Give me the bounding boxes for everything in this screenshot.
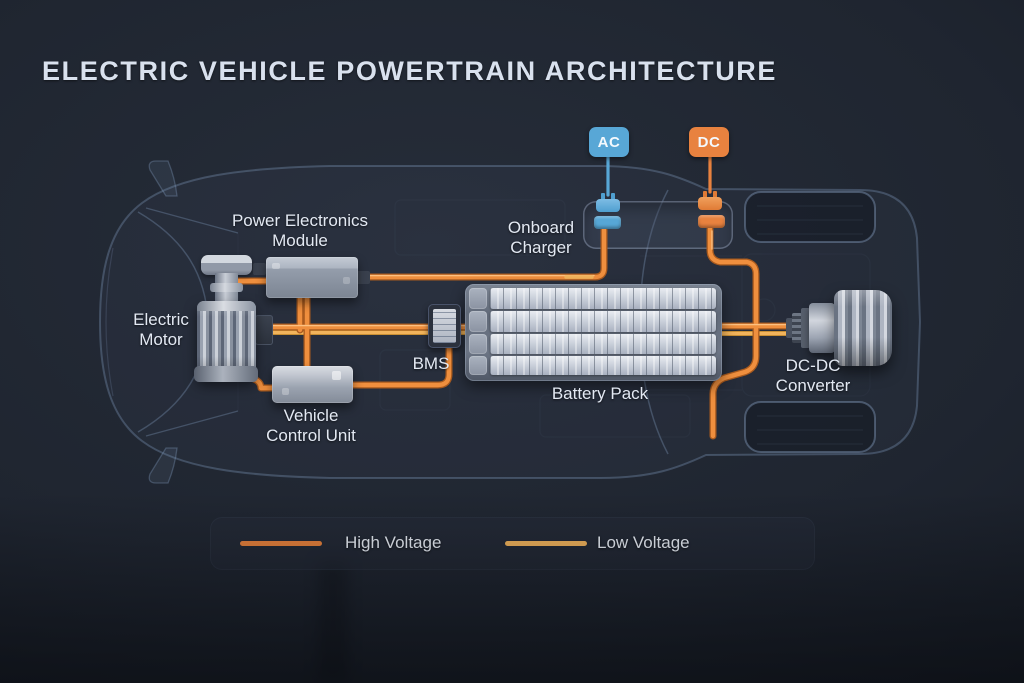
pem-label-line1: Power Electronics (231, 211, 369, 230)
motor-base (194, 366, 258, 382)
dc-dc-converter-label: DC-DC Converter (776, 356, 851, 396)
dc-badge: DC (689, 127, 729, 157)
page-title: ELECTRIC VEHICLE POWERTRAIN ARCHITECTURE (42, 56, 778, 86)
pem-label-line2: Module (272, 231, 328, 250)
converter-mid-cylinder (809, 303, 835, 353)
front-bumper-line (105, 247, 114, 397)
charger-label-line1: Onboard (507, 218, 575, 237)
ac-badge: AC (589, 127, 629, 157)
battery-cell-row (490, 288, 716, 309)
dc-plug-icon (698, 191, 722, 211)
bms-graphic (428, 304, 461, 348)
rear-wheel-top (744, 191, 876, 243)
power-electronics-module-label: Power Electronics Module (232, 211, 368, 251)
vcu-label-line1: Vehicle (283, 406, 339, 425)
converter-collar (786, 318, 793, 338)
low-voltage-line (505, 541, 587, 546)
motor-label-line2: Motor (139, 330, 183, 349)
battery-cell-row (490, 356, 716, 375)
low-voltage-label: Low Voltage (597, 533, 690, 552)
battery-pack-label: Battery Pack (551, 384, 649, 403)
ac-plug-icon (596, 193, 620, 213)
ac-badge-label: AC (597, 133, 621, 151)
mirror-bottom (148, 447, 178, 484)
converter-collar-ribbed (792, 313, 802, 343)
vehicle-control-unit-label: Vehicle Control Unit (266, 406, 356, 446)
dc-port (698, 215, 725, 228)
motor-label-line1: Electric (133, 310, 189, 329)
onboard-charger-label: Onboard Charger (508, 218, 574, 258)
background-shadow (318, 560, 348, 683)
vcu-label-line2: Control Unit (266, 426, 356, 445)
high-voltage-wires (226, 225, 796, 440)
battery-cell-row (490, 334, 716, 354)
motor-connector (255, 315, 273, 345)
charger-label-line2: Charger (510, 238, 572, 257)
ac-port (594, 216, 621, 229)
high-voltage-label: High Voltage (345, 533, 442, 552)
dc-badge-label: DC (697, 133, 721, 151)
motor-collar (210, 283, 243, 292)
battery-cell-row (490, 311, 716, 332)
bms-label: BMS (412, 354, 450, 373)
a-pillar-top (145, 207, 239, 234)
dcdc-label-line2: Converter (775, 376, 851, 395)
motor-disc (201, 255, 252, 275)
dcdc-label-line1: DC-DC (785, 356, 841, 375)
vehicle-control-unit-graphic (272, 366, 353, 403)
high-voltage-line (240, 541, 322, 546)
battery-pack-graphic (465, 284, 722, 381)
converter-collar2 (801, 308, 810, 348)
power-electronics-module-graphic (266, 257, 358, 298)
pem-right-connector (356, 271, 370, 284)
a-pillar-bottom (145, 410, 239, 437)
rear-wheel-bottom (744, 401, 876, 453)
electric-motor-label: Electric Motor (133, 310, 189, 350)
mirror-top (148, 160, 178, 197)
dc-dc-converter-graphic (834, 290, 892, 366)
pem-left-connector (253, 263, 266, 275)
